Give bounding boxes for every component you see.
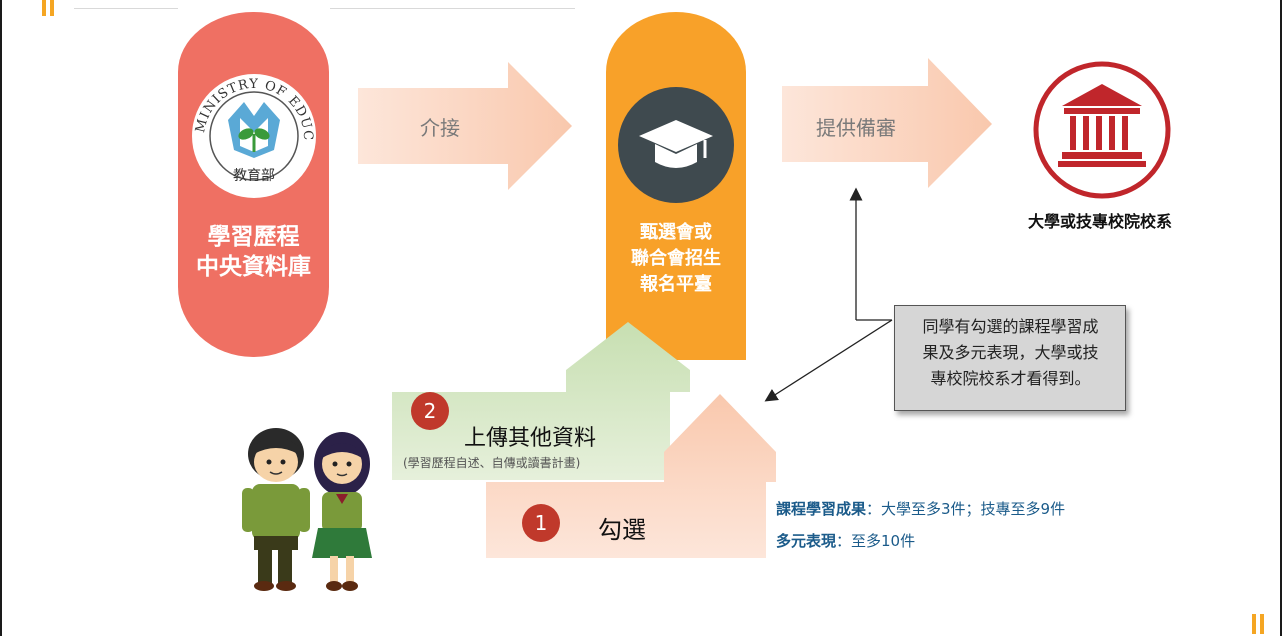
- connector-arrows: [764, 187, 893, 402]
- database-label-line2: 中央資料庫: [196, 254, 311, 280]
- ministry-of-education-logo: MINISTRY OF EDUCATION 教育部: [190, 72, 316, 198]
- students-illustration: [242, 428, 372, 591]
- step-select-number: 1: [522, 504, 560, 542]
- graduation-cap-icon: [618, 87, 734, 203]
- top-divider-line: [74, 8, 178, 9]
- university-building-icon: [1033, 61, 1171, 199]
- visibility-note-box: 同學有勾選的課程學習成 果及多元表現，大學或技 專校院校系才看得到。: [894, 305, 1126, 411]
- interface-arrow: [358, 62, 572, 190]
- university-label: 大學或技專校院校系: [1027, 212, 1172, 231]
- platform-label: 甄選會或 聯合會招生 報名平臺: [606, 220, 746, 298]
- logo-chinese-name: 教育部: [233, 168, 275, 184]
- platform-label-line2: 聯合會招生: [631, 248, 721, 269]
- corner-deco-top-left-a: [42, 0, 46, 16]
- legend-course-results: 課程學習成果：大學至多3件；技專至多9件: [776, 498, 1065, 519]
- corner-deco-bottom-right-a: [1252, 614, 1256, 634]
- step-upload-title: 上傳其他資料: [464, 426, 597, 451]
- step-select-title: 勾選: [598, 516, 646, 544]
- upload-arrow: [392, 322, 690, 480]
- frame-left-border: [0, 0, 2, 636]
- database-label: 學習歷程 中央資料庫: [178, 222, 329, 282]
- step-upload-number: 2: [411, 392, 449, 430]
- legend-diverse-label: 多元表現: [776, 532, 837, 550]
- corner-deco-bottom-right-b: [1260, 614, 1264, 634]
- provide-review-arrow: [782, 58, 992, 188]
- database-label-line1: 學習歷程: [207, 224, 300, 250]
- legend-diverse-value: ：至多10件: [836, 532, 916, 550]
- visibility-note-text: 同學有勾選的課程學習成 果及多元表現，大學或技 專校院校系才看得到。: [922, 317, 1099, 388]
- legend-course-label: 課程學習成果: [776, 500, 867, 518]
- corner-deco-top-left-b: [50, 0, 54, 16]
- legend-diverse-performance: 多元表現：至多10件: [776, 530, 915, 551]
- platform-label-line1: 甄選會或: [640, 222, 712, 243]
- interface-arrow-label: 介接: [420, 116, 460, 140]
- top-divider-line: [330, 8, 575, 9]
- step-upload-subtitle: (學習歷程自述、自傳或讀書計畫): [403, 456, 581, 470]
- legend-course-value: ：大學至多3件；技專至多9件: [866, 500, 1066, 518]
- provide-review-arrow-label: 提供備審: [816, 116, 896, 140]
- frame-right-border: [1280, 0, 1282, 636]
- platform-label-line3: 報名平臺: [640, 274, 712, 295]
